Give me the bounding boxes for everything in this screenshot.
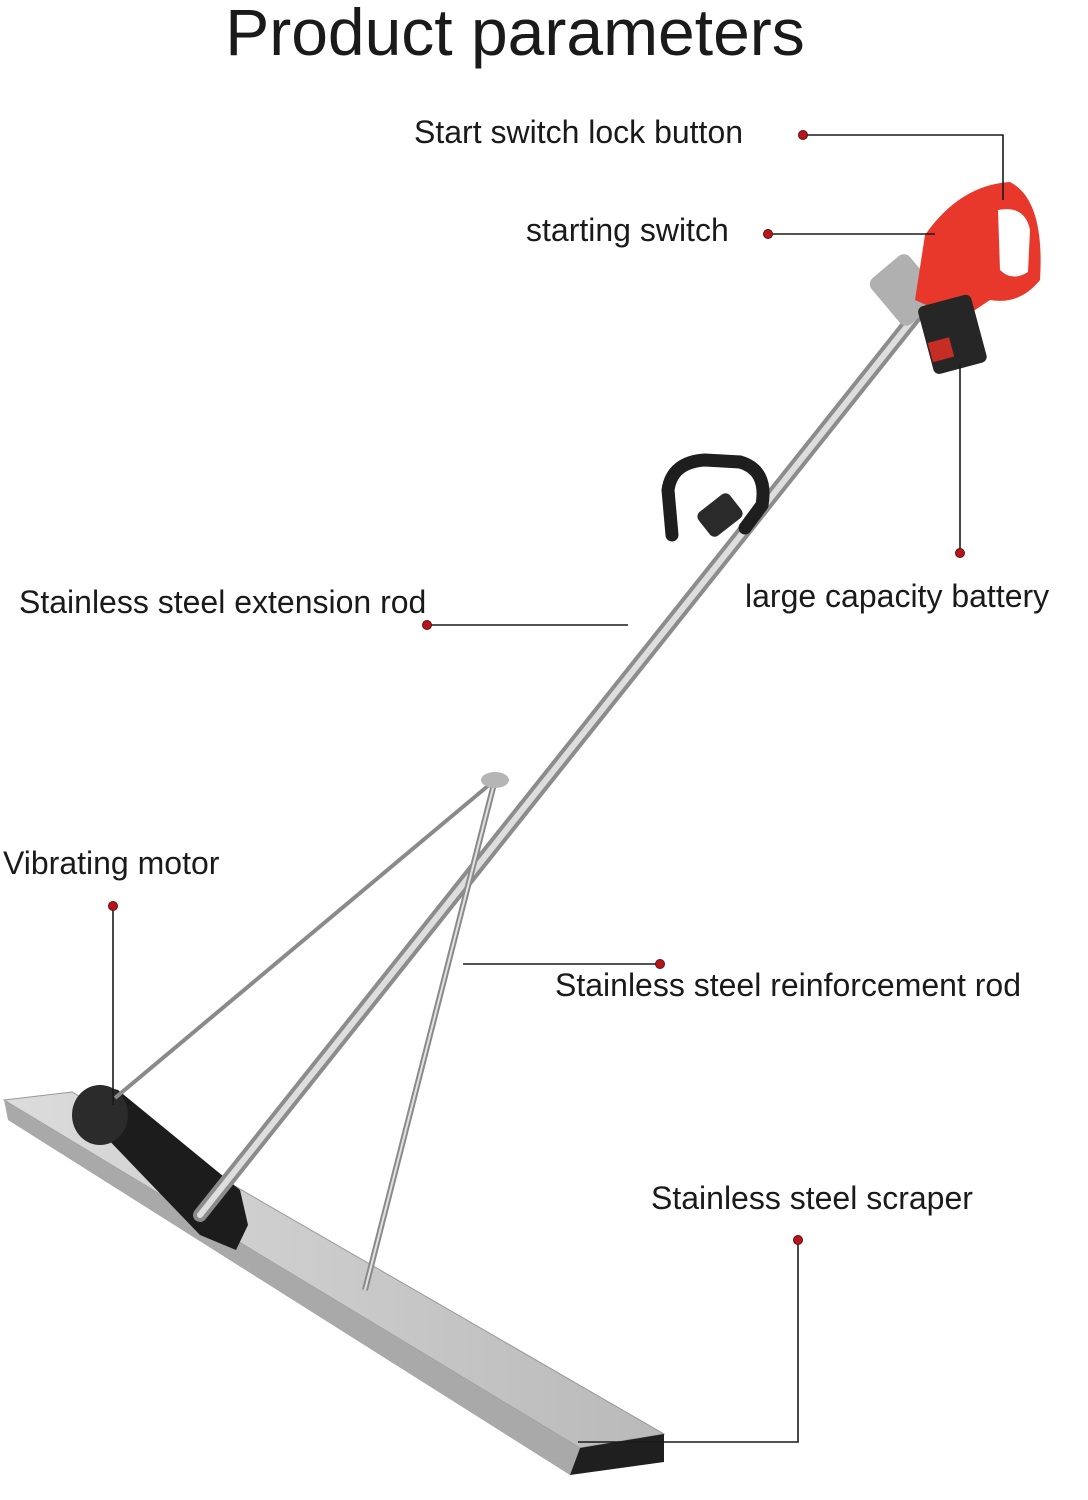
power-head <box>869 182 1041 374</box>
d-handle <box>661 453 770 542</box>
marker-extension-rod <box>422 620 432 630</box>
page-title: Product parameters <box>225 0 805 69</box>
marker-starting-switch <box>763 229 773 239</box>
marker-reinforcement-rod <box>655 959 665 969</box>
callout-stainless-steel-extension-rod: Stainless steel extension rod <box>19 584 427 620</box>
marker-large-capacity-battery <box>955 548 965 558</box>
callout-stainless-steel-scraper: Stainless steel scraper <box>651 1180 973 1216</box>
marker-vibrating-motor <box>108 901 118 911</box>
callout-starting-switch: starting switch <box>526 212 729 248</box>
callout-stainless-steel-reinforcement-rod: Stainless steel reinforcement rod <box>555 967 1021 1003</box>
callout-vibrating-motor: Vibrating motor <box>3 845 220 881</box>
scraper-blade <box>2 1091 666 1475</box>
callout-start-switch-lock-button: Start switch lock button <box>414 114 744 150</box>
callout-large-capacity-battery: large capacity battery <box>745 578 1050 614</box>
marker-scraper <box>793 1235 803 1245</box>
marker-start-switch-lock-button <box>798 130 808 140</box>
